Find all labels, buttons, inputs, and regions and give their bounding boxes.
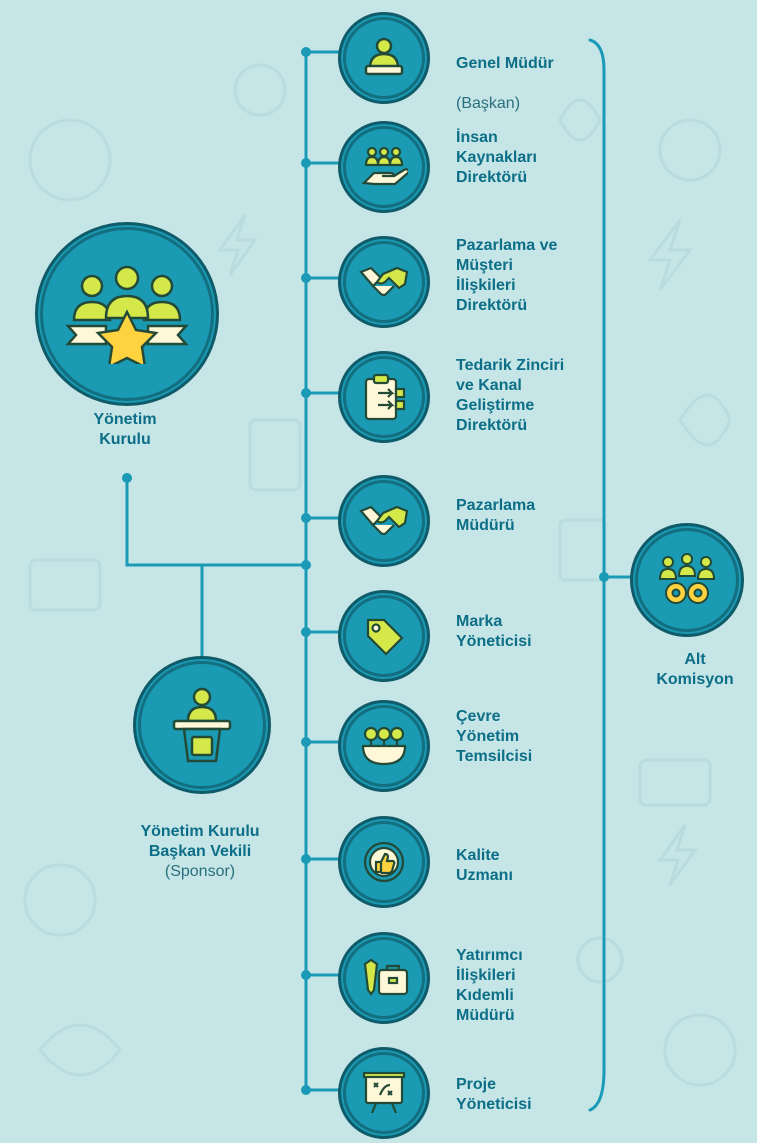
role-node-pazarlama-muduru[interactable] (338, 475, 430, 567)
board-title: Yönetim Kurulu (93, 411, 157, 448)
role-label-pazarlama-muduru: Pazarlama Müdürü (456, 497, 536, 534)
role-node-genel-mudur[interactable] (338, 12, 430, 104)
role-label-cevre-yonetim: Çevre Yönetim Temsilcisi (456, 708, 533, 765)
handshake-icon (359, 264, 409, 300)
role-node-marka-yoneticisi[interactable] (338, 590, 430, 682)
role-node-tedarik-zinciri[interactable] (338, 351, 430, 443)
manager-icon (362, 36, 406, 80)
role-label-marka-yoneticisi: Marka Yöneticisi (456, 613, 532, 650)
vice-chair-subtitle: (Sponsor) (164, 863, 236, 880)
role-title: Genel Müdür (456, 55, 554, 72)
role-node-cevre-yonetim[interactable] (338, 700, 430, 792)
project-board-icon (362, 1071, 406, 1115)
role-subtitle: (Başkan) (456, 95, 521, 112)
role-node-pazarlama-musteri[interactable] (338, 236, 430, 328)
role-node-proje-yoneticisi[interactable] (338, 1047, 430, 1139)
vice-chair-title: Yönetim Kurulu Başkan Vekili (140, 823, 260, 860)
vice-chair-node[interactable] (133, 656, 271, 794)
sub-committee-node[interactable] (630, 523, 744, 637)
role-label-kalite-uzmani: Kalite Uzmanı (456, 847, 513, 884)
role-node-insan-kaynaklari[interactable] (338, 121, 430, 213)
price-tag-icon (362, 614, 406, 658)
role-label-pazarlama-musteri: Pazarlama ve Müşteri İlişkileri Direktör… (456, 237, 558, 314)
role-label-proje-yoneticisi: Proje Yöneticisi (456, 1076, 532, 1113)
environment-trees-icon (359, 724, 409, 768)
board-team-star-icon (64, 264, 190, 364)
role-label-tedarik-zinciri: Tedarik Zinciri ve Kanal Geliştirme Dire… (456, 357, 565, 434)
investor-briefcase-icon (359, 956, 409, 1000)
role-label-yatirimci-iliskileri: Yatırımcı İlişkileri Kıdemli Müdürü (456, 947, 523, 1024)
quality-thumbs-up-icon (362, 840, 406, 884)
role-node-yatirimci-iliskileri[interactable] (338, 932, 430, 1024)
role-label-insan-kaynaklari: İnsan Kaynakları Direktörü (456, 129, 537, 186)
sub-committee-title: Alt Komisyon (656, 651, 734, 688)
board-node[interactable] (35, 222, 219, 406)
hr-hand-people-icon (360, 145, 408, 189)
supply-chain-clipboard-icon (362, 373, 406, 421)
role-label-genel-mudur: Genel Müdür (Başkan) (456, 34, 606, 134)
speaker-podium-icon (170, 685, 234, 765)
team-gears-icon (656, 553, 718, 607)
role-node-kalite-uzmani[interactable] (338, 816, 430, 908)
deal-handshake-icon (359, 503, 409, 539)
